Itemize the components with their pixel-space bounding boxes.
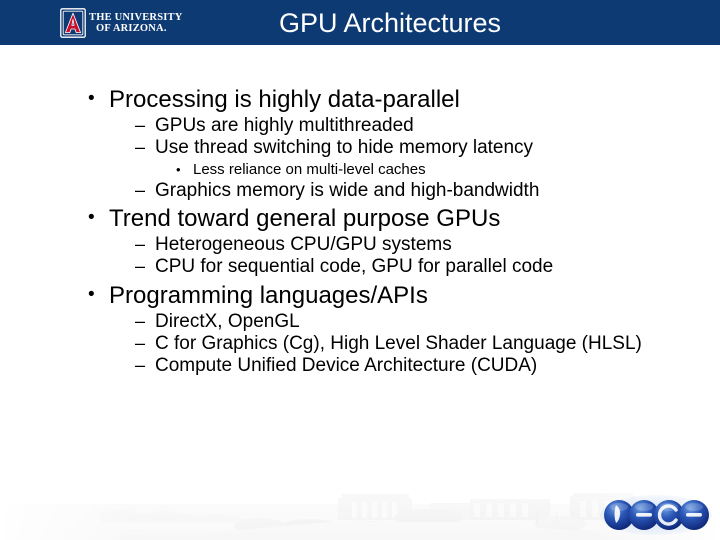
arizona-shield-a-icon — [60, 8, 86, 38]
bullet-item: • Less reliance on multi-level caches — [88, 161, 698, 179]
bullet-text: Programming languages/APIs — [109, 281, 428, 309]
bullet-marker: – — [135, 137, 146, 158]
bullet-item: – Heterogeneous CPU/GPU systems — [88, 234, 698, 256]
university-of-arizona-logo: THE UNIVERSITY OF ARIZONA. — [60, 7, 183, 39]
bullet-item: – DirectX, OpenGL — [88, 311, 698, 333]
page-title: GPU Architectures — [278, 8, 502, 38]
bullet-marker: • — [88, 88, 95, 109]
bullet-item: • Trend toward general purpose GPUs — [88, 205, 698, 233]
bullet-text: C for Graphics (Cg), High Level Shader L… — [155, 332, 642, 354]
logo-line-2: OF ARIZONA. — [96, 22, 167, 34]
bullet-marker: • — [88, 207, 95, 229]
bullet-marker: – — [135, 310, 146, 331]
bullet-text: GPUs are highly multithreaded — [155, 114, 414, 136]
bullet-marker: – — [135, 114, 146, 135]
bullet-text: Trend toward general purpose GPUs — [109, 205, 501, 233]
bullet-marker: • — [88, 283, 95, 305]
bullet-text: DirectX, OpenGL — [155, 310, 300, 332]
bullet-item: • Processing is highly data-parallel — [88, 86, 698, 114]
bullet-item: – Use thread switching to hide memory la… — [88, 137, 698, 159]
bullet-text: Compute Unified Device Architecture (CUD… — [155, 355, 538, 377]
bullet-item: – C for Graphics (Cg), High Level Shader… — [88, 333, 698, 355]
bullet-marker: – — [135, 332, 146, 353]
slide-header-bar — [0, 0, 720, 45]
bullet-marker: – — [135, 355, 146, 376]
campus-panorama-watermark — [0, 478, 720, 540]
bullet-text: CPU for sequential code, GPU for paralle… — [155, 256, 554, 278]
logo-line-1: THE UNIVERSITY — [89, 11, 183, 23]
bullet-text: Heterogeneous CPU/GPU systems — [155, 233, 452, 255]
bullet-item: • Programming languages/APIs — [88, 282, 698, 310]
bullet-text: Use thread switching to hide memory late… — [155, 137, 534, 159]
bullet-item: – CPU for sequential code, GPU for paral… — [88, 256, 698, 278]
bullet-text: Graphics memory is wide and high-bandwid… — [155, 179, 540, 201]
ece-logo — [600, 492, 712, 536]
bullet-marker: • — [176, 161, 181, 177]
bullet-item: – GPUs are highly multithreaded — [88, 115, 698, 137]
bullet-item: – Graphics memory is wide and high-bandw… — [88, 180, 698, 202]
bullet-marker: – — [135, 179, 146, 200]
slide-content-body: • Processing is highly data-parallel – G… — [88, 86, 698, 378]
bullet-marker: – — [135, 233, 146, 254]
bullet-marker: – — [135, 256, 146, 277]
bullet-text: Less reliance on multi-level caches — [193, 160, 426, 178]
logo-wordmark: THE UNIVERSITY OF ARIZONA. — [89, 12, 183, 34]
bullet-item: – Compute Unified Device Architecture (C… — [88, 355, 698, 377]
bullet-text: Processing is highly data-parallel — [109, 86, 460, 113]
